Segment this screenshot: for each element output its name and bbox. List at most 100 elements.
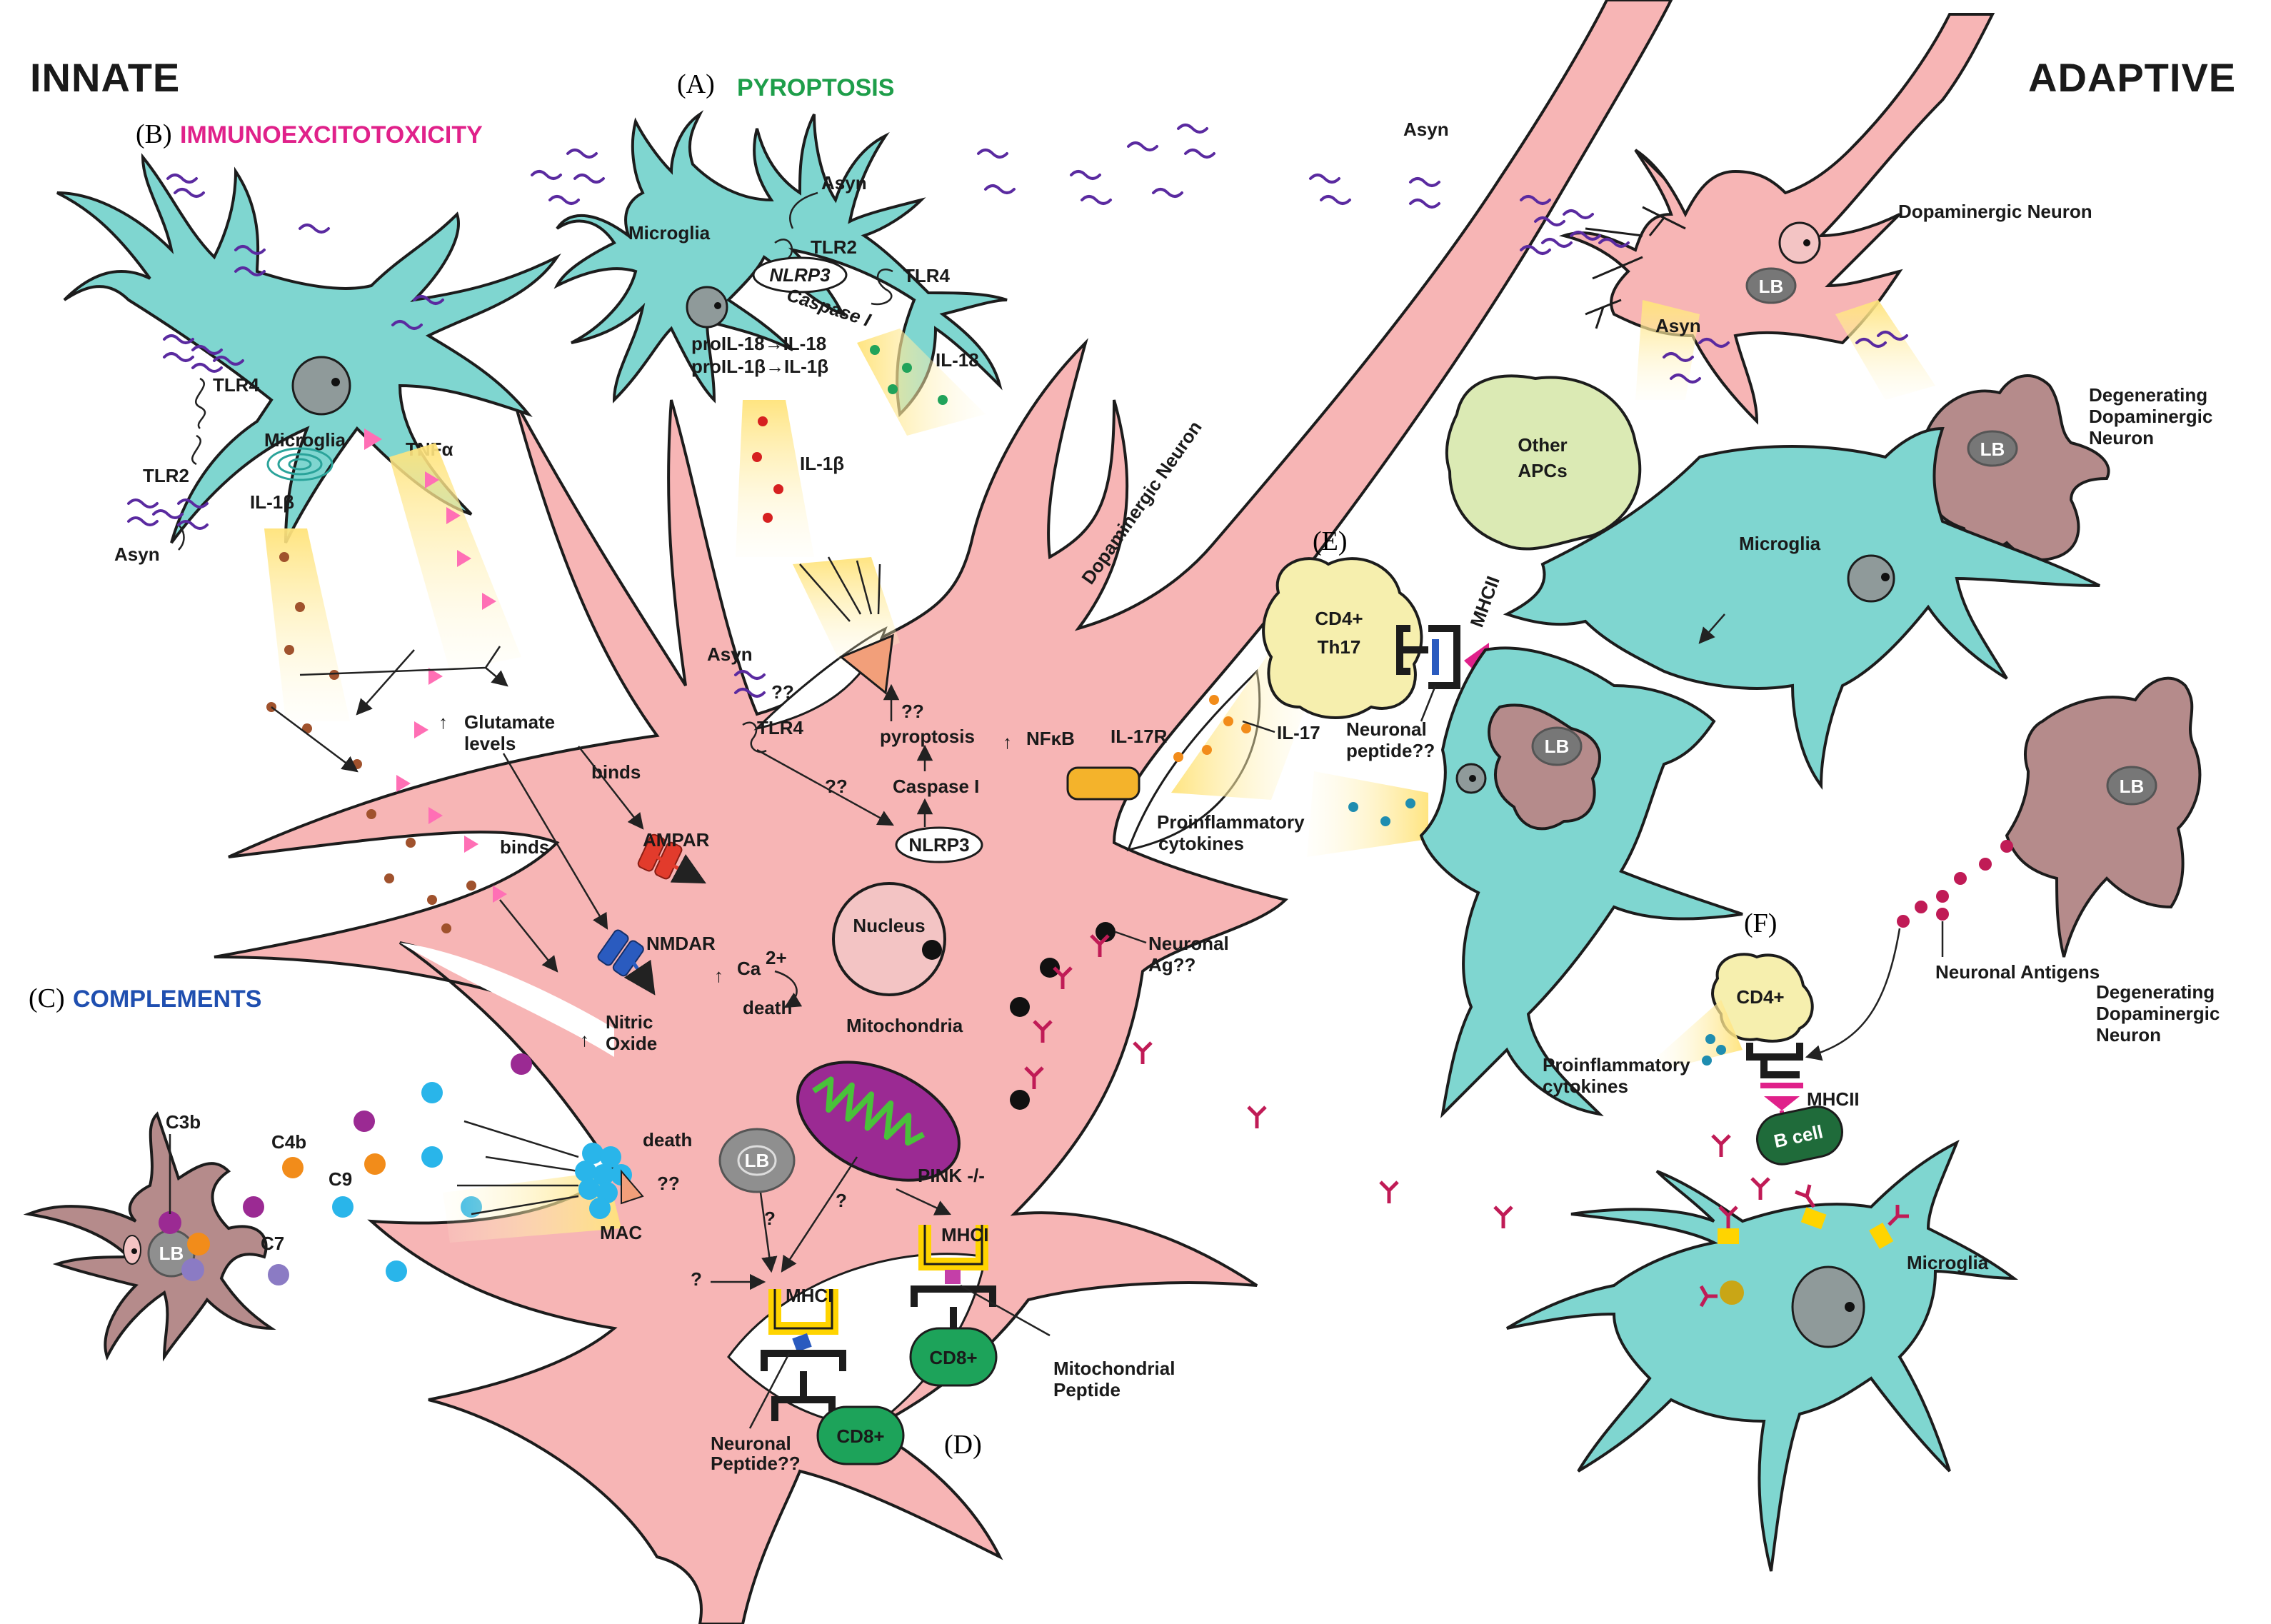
- cd4-th17-cell: [1262, 557, 1423, 719]
- il17r-receptor: [1066, 766, 1140, 801]
- pyroptosis-beam: [793, 557, 900, 668]
- mitochondrial-peptide-1: Mitochondrial: [1053, 1358, 1175, 1379]
- degenerating-right-1: Degenerating: [2096, 981, 2215, 1003]
- microglia-adaptive-label: Microglia: [1739, 533, 1821, 554]
- qq-center-1: ??: [771, 681, 794, 703]
- tnfa-particles: [396, 471, 507, 903]
- tlr4-a-label: TLR4: [903, 265, 951, 286]
- glutamate-label-1: Glutamate: [464, 711, 555, 733]
- microglia-bottom-label: Microglia: [1907, 1252, 1989, 1273]
- antibodies-neuron: [1024, 934, 1770, 1228]
- il18-label: IL-18: [936, 349, 979, 371]
- section-e-letter: (E): [1313, 526, 1348, 556]
- glutamate-label-2: levels: [464, 733, 516, 754]
- proinflammatory-e-2: cytokines: [1158, 833, 1244, 854]
- section-f-letter: (F): [1744, 908, 1777, 938]
- il1b-particles: [266, 552, 476, 933]
- neuronal-peptide-e-1: Neuronal: [1346, 718, 1427, 740]
- degenerating-top-3: Neuron: [2089, 427, 2154, 448]
- cytokine-e-beam: [1307, 771, 1428, 857]
- lb-label: LB: [745, 1150, 770, 1171]
- mhcii-e-label: MHCII: [1465, 573, 1503, 630]
- adaptive-header: ADAPTIVE: [2028, 55, 2236, 100]
- lb-adaptive-2: LB: [1980, 438, 2005, 460]
- mitochondria-label: Mitochondria: [846, 1015, 963, 1036]
- innate-header: INNATE: [30, 55, 180, 100]
- complement-particles: [243, 1053, 532, 1285]
- nitric-label-1: Nitric: [606, 1011, 653, 1033]
- mitochondrial-peptide-2: Peptide: [1053, 1379, 1121, 1400]
- ca-superscript: 2+: [766, 947, 787, 968]
- il17r-label: IL-17R: [1111, 726, 1168, 747]
- antibodies-bottom: [1699, 1184, 1909, 1308]
- binds-label-nmdar: binds: [500, 836, 549, 858]
- microglia-b-label: Microglia: [264, 429, 346, 451]
- il17-particles: [1173, 695, 1251, 762]
- tlr4-center-label: TLR4: [757, 717, 804, 738]
- neuronal-antigen-particles: [1897, 840, 2013, 928]
- tlr4-receptor-a: [871, 269, 893, 306]
- microglia-immunoexcitotoxicity: [56, 153, 561, 544]
- proinflammatory-f-2: cytokines: [1543, 1076, 1628, 1097]
- degenerating-neuron-top: [1921, 374, 2110, 561]
- cd4-th17-label-1: CD4+: [1315, 608, 1363, 629]
- prol1b-label: proIL-1β→IL-1β: [691, 356, 828, 377]
- pink-label: PINK -/-: [918, 1165, 985, 1186]
- section-a-letter: (A): [677, 69, 715, 99]
- il18-beam: [857, 329, 986, 436]
- neuronal-antigens-label: Neuronal Antigens: [1935, 961, 2100, 983]
- il17-label: IL-17: [1277, 722, 1320, 743]
- proinflammatory-f-1: Proinflammatory: [1543, 1054, 1690, 1076]
- il1b-beam: [264, 528, 350, 721]
- asyn-aggregates: [127, 124, 1908, 698]
- degenerating-right-3: Neuron: [2096, 1024, 2161, 1046]
- nucleus-label: Nucleus: [853, 915, 925, 936]
- c3b-label: C3b: [166, 1111, 201, 1133]
- degenerating-right-2: Dopaminergic: [2096, 1003, 2220, 1024]
- pyroptosis-pore: [839, 633, 894, 695]
- caspase-center-label: Caspase I: [893, 776, 979, 797]
- lb-c-label: LB: [159, 1243, 184, 1264]
- cd8-label-2: CD8+: [929, 1347, 977, 1368]
- microglia-a-label: Microglia: [628, 222, 711, 244]
- asyn-adaptive-label: Asyn: [1655, 315, 1701, 336]
- lewy-body: [718, 1128, 796, 1193]
- proinflammatory-e-1: Proinflammatory: [1157, 811, 1305, 833]
- c9-label: C9: [329, 1168, 352, 1190]
- ca-label: Ca: [737, 958, 761, 979]
- tlr2-a-label: TLR2: [811, 236, 857, 258]
- other-apcs-label-1: Other: [1518, 434, 1567, 456]
- nlrp3-center-pill: [895, 826, 983, 863]
- neuronal-peptide-e-2: peptide??: [1346, 740, 1435, 761]
- section-b-letter: (B): [136, 119, 172, 149]
- mhci-complex-mito: [911, 1225, 996, 1328]
- il1b-a-label: IL-1β: [800, 453, 844, 474]
- mitochondria: [796, 1061, 961, 1182]
- dopaminergic-neuron-label: Dopaminergic Neuron: [1077, 417, 1205, 588]
- degenerating-top-1: Degenerating: [2089, 384, 2207, 406]
- il1b-b-label: IL-1β: [250, 491, 294, 513]
- neuronal-ag-label-1: Neuronal: [1148, 933, 1229, 954]
- neuron-nucleus: [832, 882, 946, 996]
- degenerating-neuron-right: [2005, 676, 2202, 958]
- dopaminergic-neuron-adaptive-label: Dopaminergic Neuron: [1898, 201, 2092, 222]
- neuronal-peptide-d-2: Peptide??: [711, 1453, 801, 1474]
- c7-label: C7: [261, 1233, 284, 1254]
- ampar-label: AMPAR: [643, 829, 710, 851]
- c4b-label: C4b: [271, 1131, 306, 1153]
- section-d-letter: (D): [944, 1430, 982, 1460]
- cytokine-e-particles: [1348, 798, 1415, 826]
- nucleolus: [922, 940, 942, 960]
- nlrp3-a-pill: [752, 256, 848, 294]
- microglia-engulfing: [1419, 646, 1743, 1118]
- up-arrow-nfkb: ↑: [1003, 731, 1012, 753]
- tlr2-b-label: TLR2: [143, 465, 189, 486]
- other-apcs-cell: [1445, 374, 1642, 551]
- death-label-ca: death: [743, 997, 792, 1018]
- nitric-label-2: Oxide: [606, 1033, 657, 1054]
- cytokine-f-particles: [1702, 1034, 1726, 1066]
- degenerating-top-2: Dopaminergic: [2089, 406, 2212, 427]
- microglia-bottom-right: [1505, 1139, 2019, 1572]
